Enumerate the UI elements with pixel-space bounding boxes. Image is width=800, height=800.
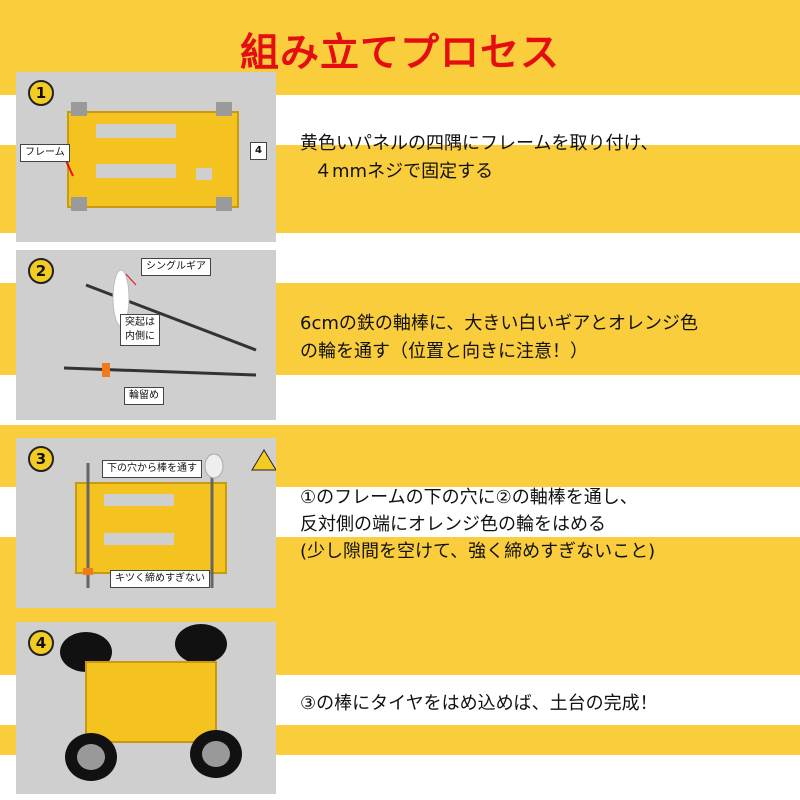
step-number: 3 — [28, 446, 54, 472]
step-number: 4 — [28, 630, 54, 656]
step2-photo: 2 シングルギア 突起は 内側に 輪留め — [16, 250, 276, 420]
title-banner: 組み立てプロセス — [0, 0, 800, 90]
step4-photo: 4 — [16, 622, 276, 794]
step-text-line: の輪を通す（位置と向きに注意！） — [300, 341, 588, 362]
step-text-line: ③の棒にタイヤをはめ込めば、土台の完成！ — [300, 693, 658, 714]
callout-stopper: 輪留め — [124, 387, 164, 405]
callout-screw-size: 4 — [250, 142, 267, 160]
step-text-line: ①のフレームの下の穴に②の軸棒を通し、 — [300, 487, 638, 508]
finished-base-illustration — [60, 624, 242, 781]
step1-text: 黄色いパネルの四隅にフレームを取り付け、 ４mmネジで固定する — [300, 130, 780, 186]
callout-line: 突起は — [125, 317, 155, 328]
step3-text: ①のフレームの下の穴に②の軸棒を通し、 反対側の端にオレンジ色の輪をはめる (少… — [300, 484, 780, 565]
callout-frame: フレーム — [20, 144, 70, 162]
page-title: 組み立てプロセス — [239, 31, 560, 76]
step-number: 1 — [28, 80, 54, 106]
callout-single-gear: シングルギア — [141, 258, 211, 276]
step-text-line: 6cmの鉄の軸棒に、大きい白いギアとオレンジ色 — [300, 313, 698, 334]
step2-text: 6cmの鉄の軸棒に、大きい白いギアとオレンジ色 の輪を通す（位置と向きに注意！） — [300, 310, 780, 366]
step-text-line: 反対側の端にオレンジ色の輪をはめる — [300, 514, 606, 535]
callout-protrusion: 突起は 内側に — [120, 314, 160, 346]
axle-gear-illustration — [63, 269, 257, 377]
callout-insert-rod: 下の穴から棒を通す — [102, 460, 202, 478]
axle-insertion-illustration — [75, 449, 276, 588]
step1-photo: 1 フレーム 4 — [16, 72, 276, 242]
step3-photo: 3 下の穴から棒を通す キツく締めすぎない — [16, 438, 276, 608]
step-text-line: (少し隙間を空けて、強く締めすぎないこと) — [300, 541, 656, 562]
step4-text: ③の棒にタイヤをはめ込めば、土台の完成！ — [300, 690, 780, 718]
callout-line: 内側に — [125, 331, 155, 342]
step-text-line: ４mmネジで固定する — [314, 161, 494, 182]
frame-assembly-illustration — [61, 102, 239, 211]
callout-not-too-tight: キツく締めすぎない — [110, 570, 210, 588]
step-text-line: 黄色いパネルの四隅にフレームを取り付け、 — [300, 133, 659, 154]
step-number: 2 — [28, 258, 54, 284]
